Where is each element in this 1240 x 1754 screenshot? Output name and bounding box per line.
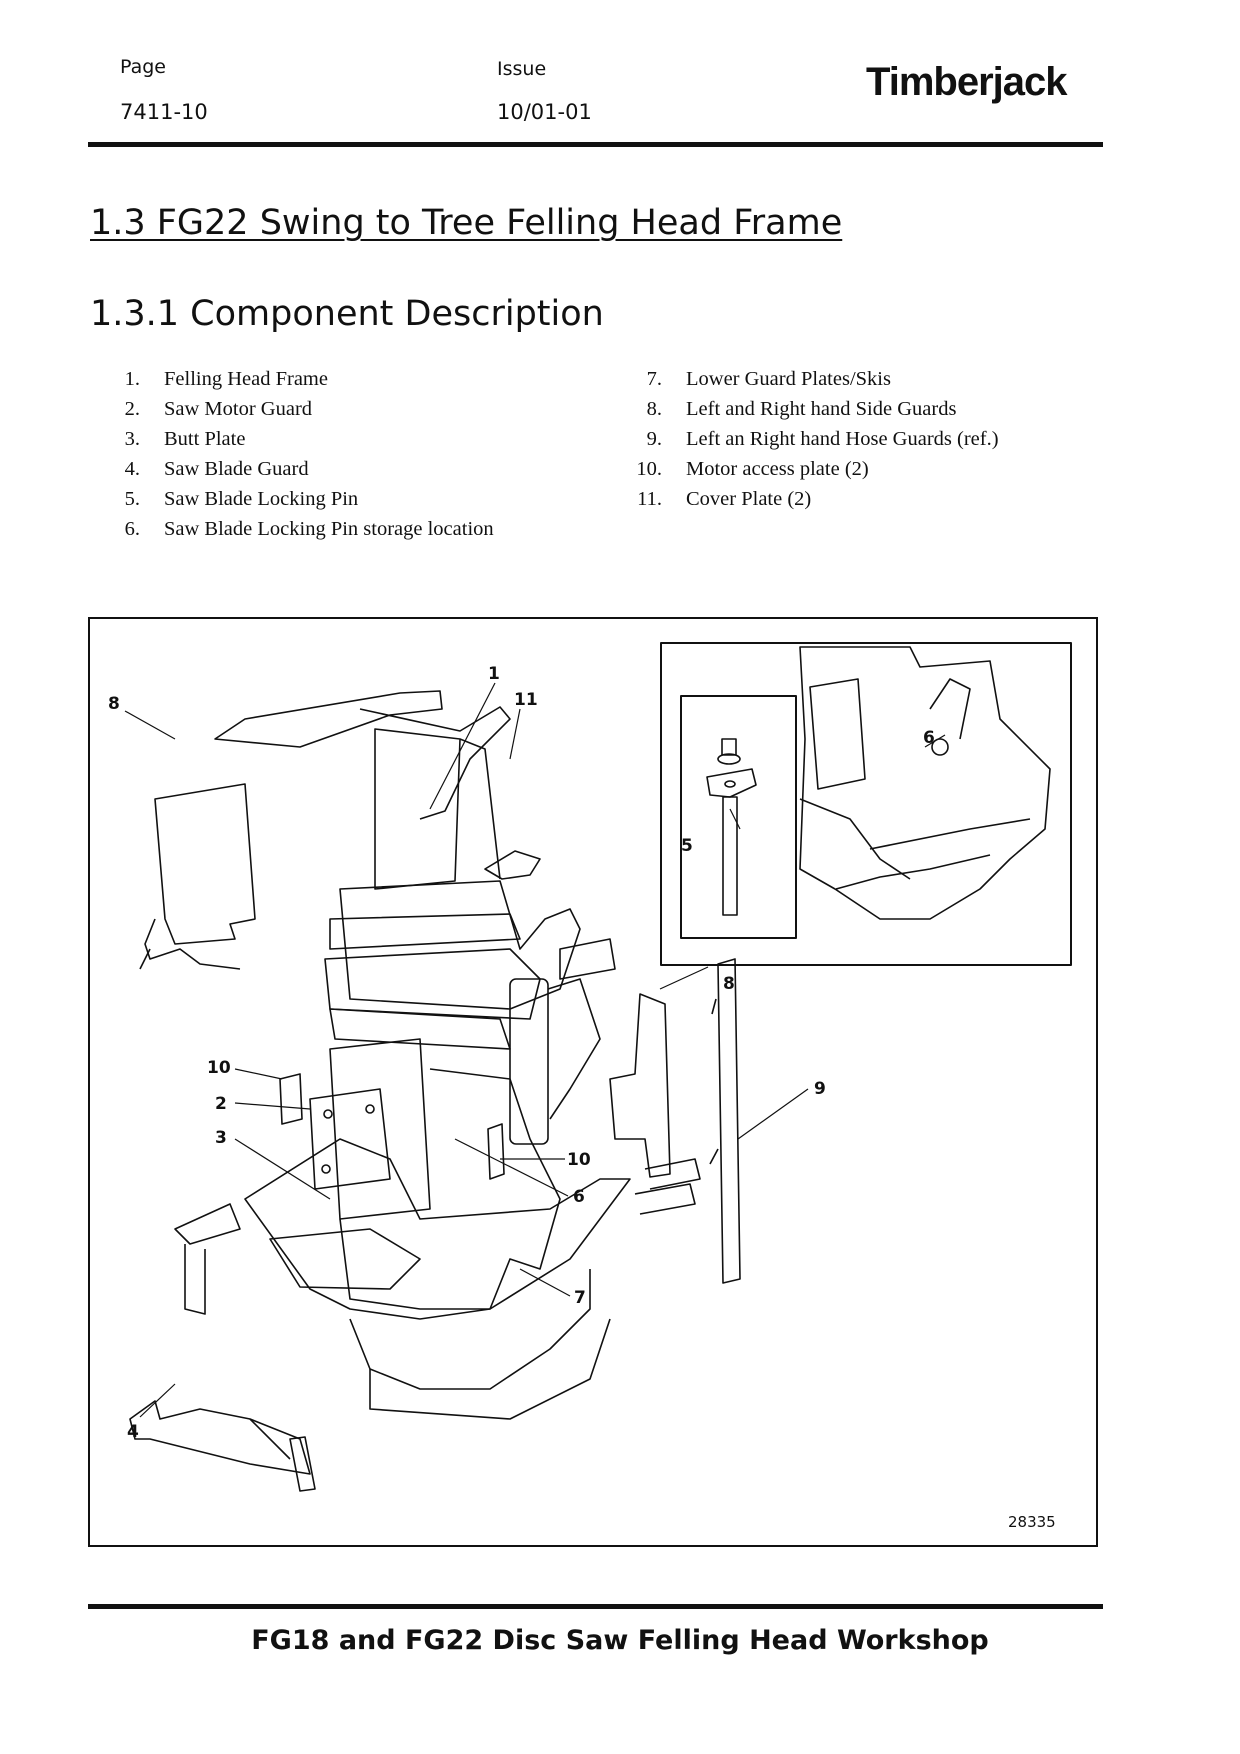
list-item: 6.Saw Blade Locking Pin storage location: [124, 518, 494, 540]
list-item: 11.Cover Plate (2): [637, 488, 812, 510]
callout-8-left: 8: [108, 694, 120, 714]
callout-10-right: 10: [567, 1150, 591, 1170]
footer-rule: [88, 1604, 1103, 1609]
component-list-left: 1.Felling Head Frame 2.Saw Motor Guard 3…: [110, 364, 494, 544]
issue-date: 10/01-01: [497, 100, 592, 124]
callout-5: 5: [681, 836, 693, 856]
callout-6-inset: 6: [923, 728, 935, 748]
callout-11: 11: [514, 690, 538, 710]
page-number: 7411-10: [120, 100, 208, 124]
list-item: 4.Saw Blade Guard: [124, 458, 309, 480]
list-item: 5.Saw Blade Locking Pin: [124, 488, 359, 510]
callout-3: 3: [215, 1128, 227, 1148]
callout-10-left: 10: [207, 1058, 231, 1078]
callout-8-right: 8: [723, 974, 735, 994]
issue-label: Issue: [497, 58, 547, 80]
felling-head-drawing: 1 11 8 6 5 8 9 10 2 3 10 6 7 4 28335: [108, 642, 1072, 1531]
list-item: 3.Butt Plate: [124, 428, 246, 450]
component-list-right: 7.Lower Guard Plates/Skis 8.Left and Rig…: [622, 364, 999, 514]
list-item: 9.Left an Right hand Hose Guards (ref.): [646, 428, 999, 450]
callout-7: 7: [574, 1288, 586, 1308]
footer-title: FG18 and FG22 Disc Saw Felling Head Work…: [251, 1625, 989, 1656]
list-item: 8.Left and Right hand Side Guards: [646, 398, 957, 420]
callout-9: 9: [814, 1079, 826, 1099]
list-item: 7.Lower Guard Plates/Skis: [646, 368, 891, 390]
list-item: 2.Saw Motor Guard: [124, 398, 313, 420]
callout-1: 1: [488, 664, 500, 684]
callout-2: 2: [215, 1094, 227, 1114]
figure-number: 28335: [1008, 1513, 1056, 1531]
exploded-view-figure: 1 11 8 6 5 8 9 10 2 3 10 6 7 4 28335: [88, 617, 1098, 1547]
callout-4: 4: [127, 1422, 139, 1442]
brand-logo: Timberjack: [866, 60, 1067, 104]
page-label: Page: [120, 56, 166, 78]
header-rule: [88, 142, 1103, 147]
list-item: 10.Motor access plate (2): [636, 458, 869, 480]
section-title: 1.3 FG22 Swing to Tree Felling Head Fram…: [90, 203, 843, 243]
subsection-title: 1.3.1 Component Description: [90, 294, 604, 334]
callout-6: 6: [573, 1187, 585, 1207]
list-item: 1.Felling Head Frame: [124, 368, 328, 390]
